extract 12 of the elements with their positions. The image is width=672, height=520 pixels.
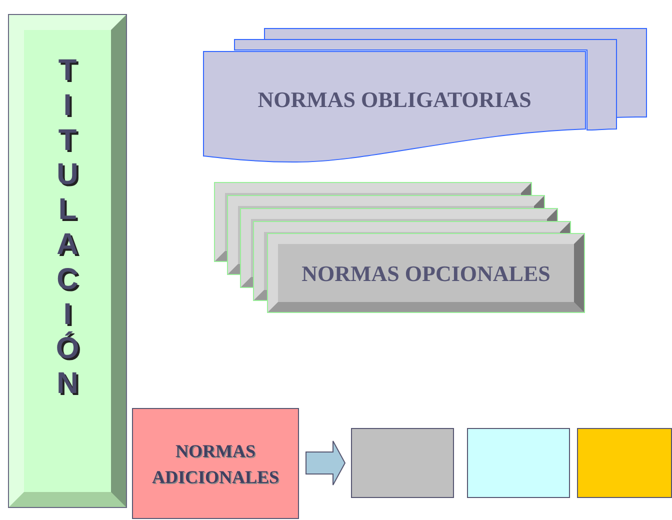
wavy-document-shape bbox=[203, 51, 586, 163]
title-bevel-bar bbox=[9, 15, 126, 507]
node-label: NORMAS ADICIONALES bbox=[150, 440, 280, 488]
vertical-title: TITULACIÓN bbox=[54, 54, 80, 402]
empty-box bbox=[467, 428, 570, 498]
process-box bbox=[132, 408, 299, 519]
node-label: NORMAS OBLIGATORIAS bbox=[258, 86, 532, 114]
node-label: NORMAS OPCIONALES bbox=[302, 260, 550, 288]
stacked-bevel-boxes bbox=[215, 183, 585, 313]
empty-box bbox=[351, 428, 454, 498]
empty-box bbox=[577, 428, 672, 498]
block-arrow bbox=[306, 440, 346, 486]
